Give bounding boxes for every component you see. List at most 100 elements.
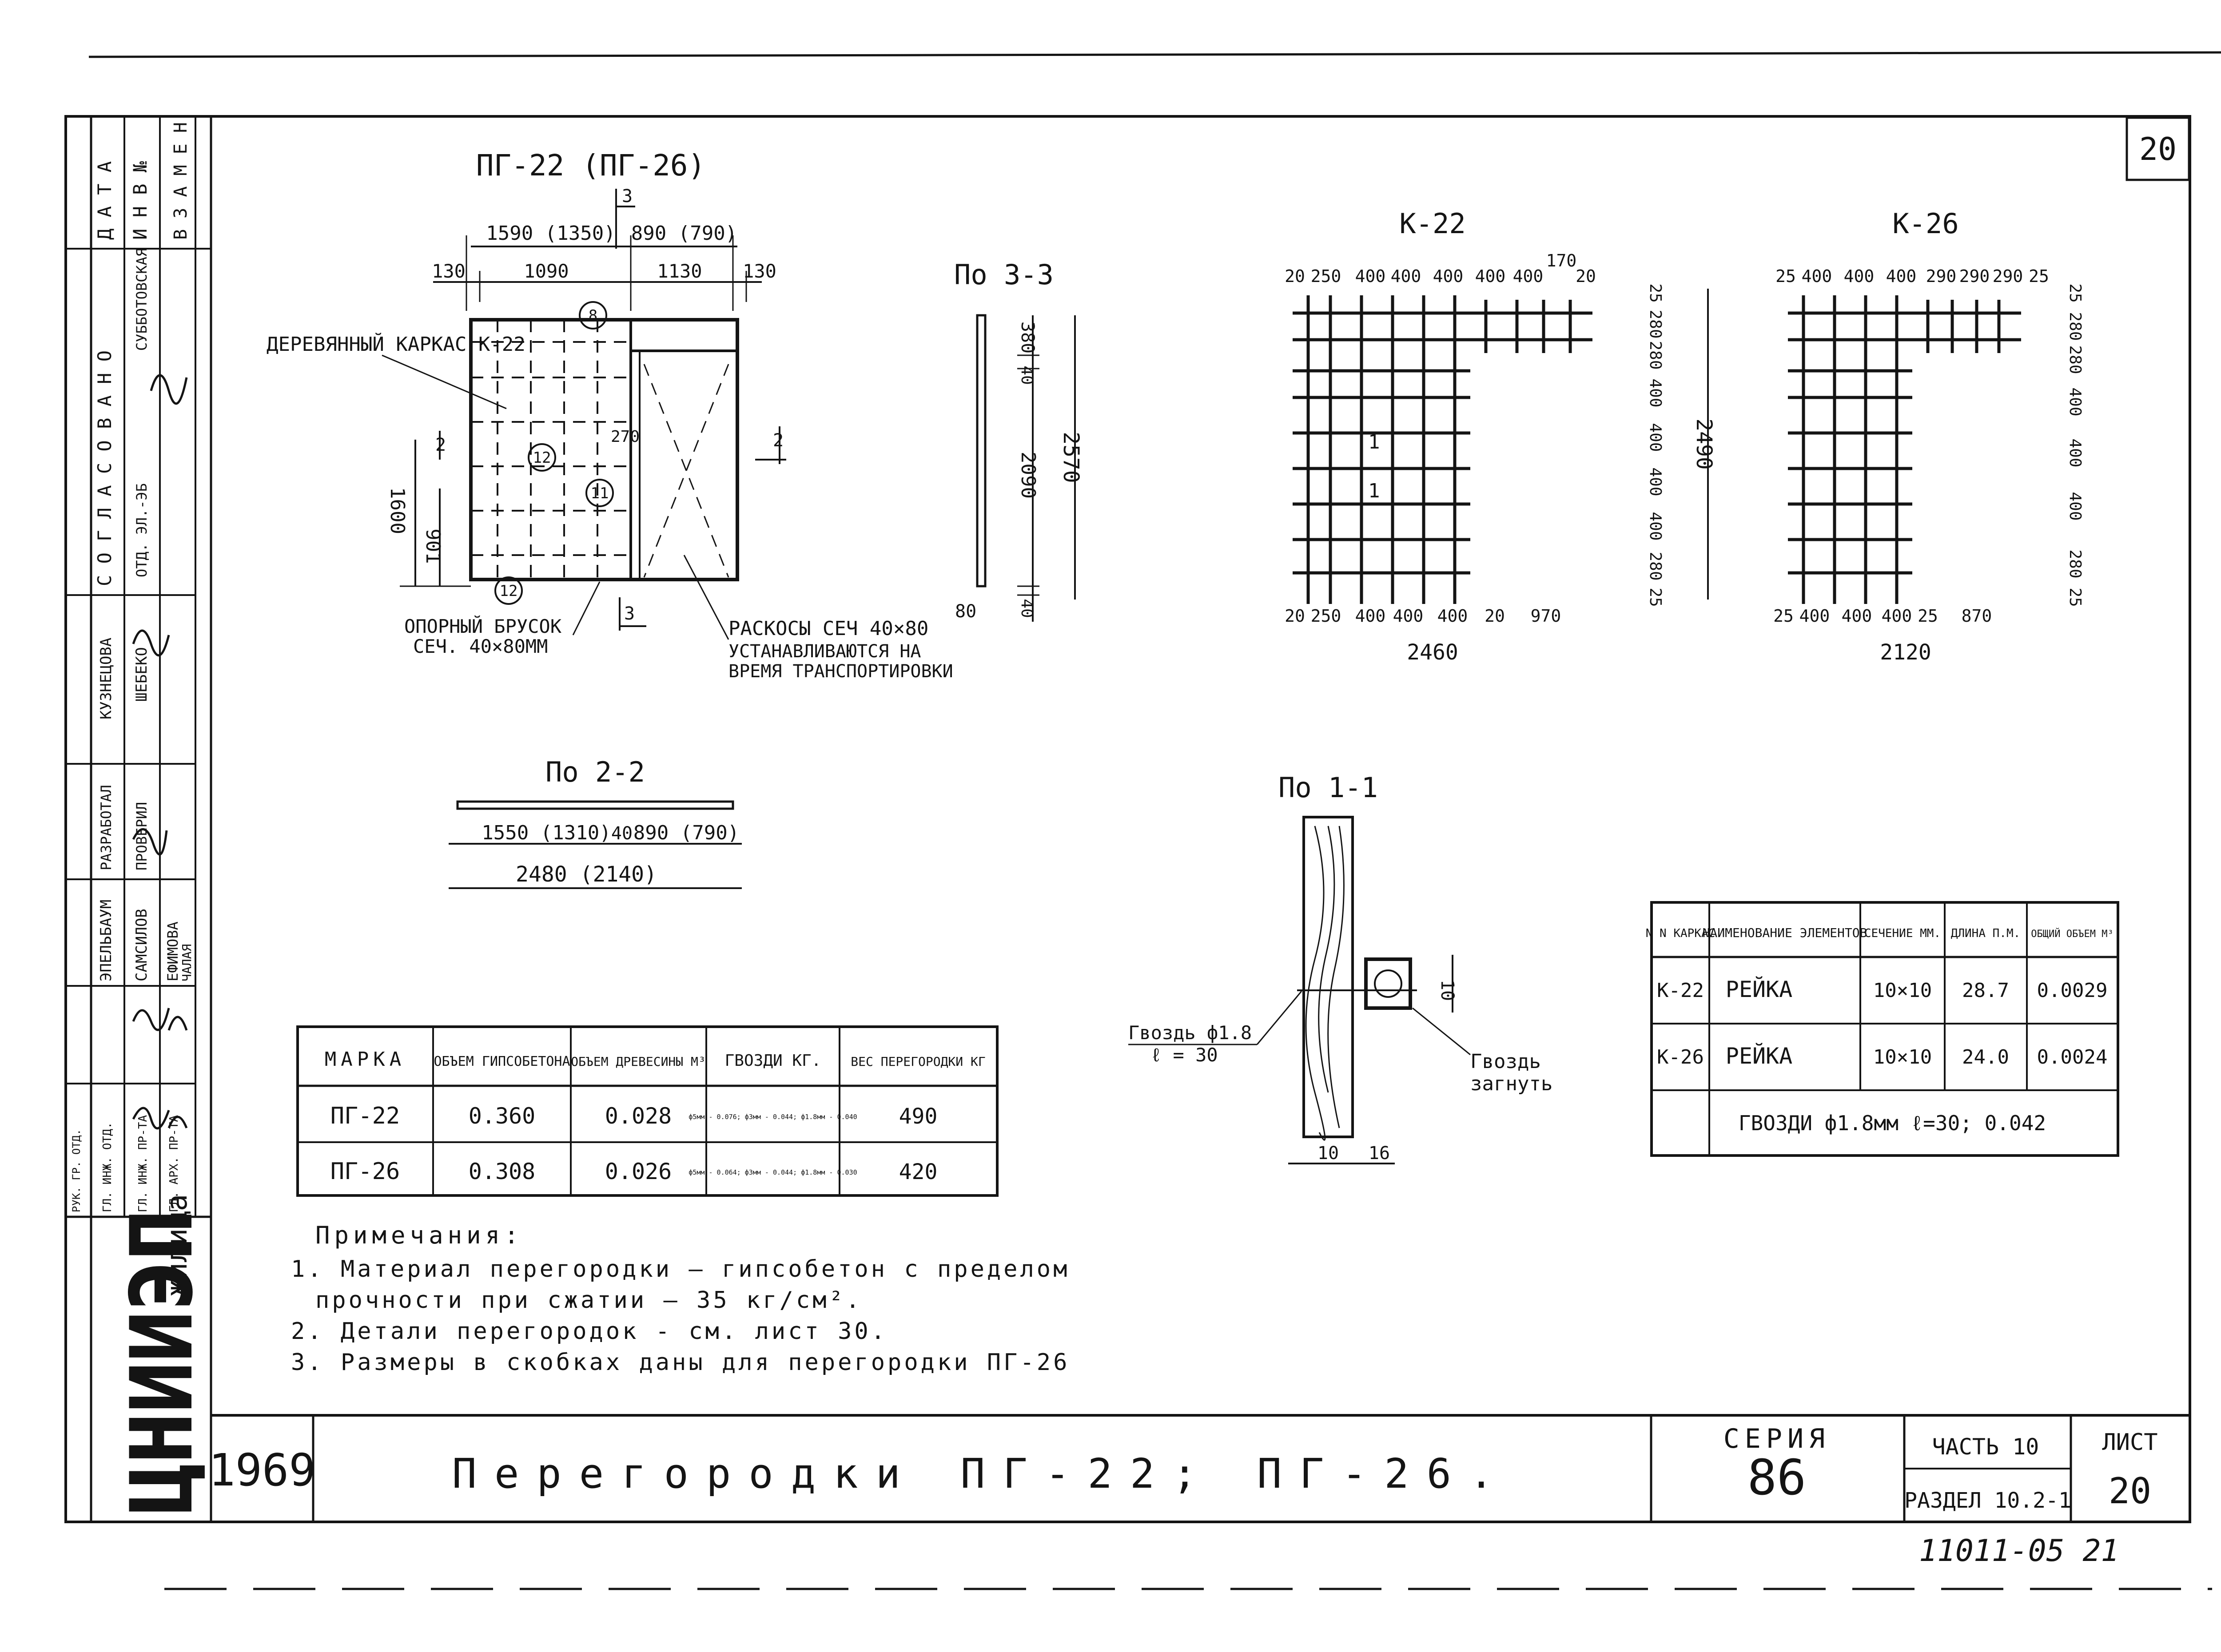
label-wooden-frame: ДЕРЕВЯННЫЙ КАРКАС К-22	[267, 332, 525, 356]
sheet-top-trim-line	[88, 51, 2221, 58]
stamp-post-4: РУК. ГР. ОТД.	[70, 1129, 83, 1212]
k22-title: К-22	[1399, 207, 1465, 240]
frame-row2-length: 24.0	[1962, 1046, 2009, 1068]
elevation-dim-left-2: 901	[422, 528, 444, 564]
label-braces-3: ВРЕМЯ ТРАНСПОРТИРОВКИ	[728, 661, 953, 682]
k22-dim-right-7: 400	[1646, 512, 1664, 540]
k22-dim-right-3: 280	[1646, 341, 1664, 369]
frame-table-grid	[1650, 901, 2119, 1157]
section-22-body	[456, 800, 734, 810]
section-22-dim-1: 1550 (1310)	[482, 822, 611, 844]
elevation-dim-left-1: 1600	[386, 487, 409, 534]
k26-dim-top-6: 290	[1959, 266, 1990, 286]
frame-row1-section: 10×10	[1873, 979, 1932, 1002]
stamp-header-date: Д А Т А	[94, 161, 115, 240]
callout-circle-12a	[528, 443, 556, 472]
k22-dim-top-2: 250	[1311, 266, 1341, 286]
section-33-dim-380: 380	[1017, 322, 1038, 353]
k22-dim-right-6: 400	[1646, 467, 1664, 496]
section-11-plank	[1302, 816, 1354, 1138]
k22-dim-bottom-1: 20	[1285, 606, 1305, 626]
spec-row1-nails: ф5мм - 0.076; ф3мм - 0.044; ф1.8мм - 0.0…	[689, 1113, 857, 1121]
k22-dim-top-1: 20	[1285, 266, 1305, 286]
frame-header-volume: ОБЩИЙ ОБЪЕМ М³	[2031, 928, 2113, 940]
leader-nail-1b	[1256, 991, 1302, 1045]
k26-title: К-26	[1892, 207, 1958, 240]
k26-dim-top-5: 290	[1926, 266, 1957, 286]
frame-row1-length: 28.7	[1962, 979, 2009, 1002]
frame-row2-no: К-26	[1657, 1046, 1704, 1068]
section-33-dim-2090: 2090	[1017, 452, 1039, 499]
stamp-post-2: ГЛ. ИНЖ. ПР-ТА	[136, 1115, 150, 1212]
k26-dim-bottom-5: 25	[1918, 606, 1938, 626]
section-11-dim-bottom-1: 10	[1317, 1143, 1339, 1164]
stamp-name-2: САМСИЛОВ	[133, 909, 151, 981]
section-11-dim-bottom-2: 16	[1369, 1143, 1390, 1164]
k26-dim-right-6: 400	[2066, 492, 2084, 520]
frame-table-footer: ГВОЗДИ ф1.8мм ℓ=30; 0.042	[1739, 1111, 2046, 1135]
corner-sheet-box	[2125, 116, 2190, 181]
k22-dim-bottom-4: 400	[1393, 606, 1424, 626]
elevation-dim-2-4: 130	[743, 260, 776, 282]
k26-dim-bottom-2: 400	[1799, 606, 1830, 626]
stamp-agreed-name-1: СУББОТОВСКАЯ	[133, 248, 150, 351]
k26-dim-right-4: 400	[2066, 387, 2084, 416]
note-1: 1. Материал перегородки — гипсобетон с п…	[291, 1256, 1070, 1283]
k22-dim-text: 20 250 400 400 400 400 400 170 20 20 250…	[1285, 251, 1596, 626]
sheet-title: Перегородки ПГ-22; ПГ-26.	[452, 1450, 1512, 1497]
k26-dim-right: 25 280 280 400 400 400 280 25	[2066, 283, 2084, 607]
k22-dim-bottom-2: 250	[1311, 606, 1341, 626]
section-33-title: По 3-3	[954, 258, 1054, 291]
k26-dim-top-3: 400	[1844, 266, 1875, 286]
leader-nail-2	[1412, 1007, 1471, 1056]
frame-row1-no: К-22	[1657, 979, 1704, 1002]
k22-dim-right-5: 400	[1646, 423, 1664, 452]
k22-dim-right-8: 280	[1646, 552, 1664, 580]
frame-header-no: N N КАРКАС	[1646, 927, 1716, 940]
frame-row1-volume: 0.0029	[2037, 979, 2108, 1002]
label-support-bar: ОПОРНЫЙ БРУСОК	[404, 615, 562, 637]
elevation-dim-top-1: 1590 (1350)	[486, 222, 615, 245]
k26-dim-top-4: 400	[1886, 266, 1917, 286]
stamp-role-developed: РАЗРАБОТАЛ	[98, 785, 115, 870]
sheet-value: 20	[2109, 1470, 2151, 1512]
callout-11: 11	[591, 484, 609, 502]
k26-dim-top-8: 25	[2029, 266, 2049, 286]
callout-12a: 12	[533, 449, 551, 467]
spec-header-weight: ВЕС ПЕРЕГОРОДКИ КГ	[851, 1054, 985, 1069]
section-33-dim-80: 80	[955, 601, 976, 622]
spec-row2-mark: ПГ-26	[330, 1158, 400, 1185]
k22-dim-top-9: 20	[1576, 266, 1596, 286]
k22-frame-grid	[1293, 295, 1592, 604]
spec-header-gypsum: ОБЪЕМ ГИПСОБЕТОНА	[434, 1054, 570, 1069]
cut-mark-3-top: 3	[622, 186, 633, 206]
callout-12b: 12	[500, 582, 518, 600]
signature-mark	[132, 374, 188, 1130]
spec-row1-gypsum: 0.360	[469, 1103, 536, 1129]
label-support-bar-section: СЕЧ. 40×80ММ	[413, 635, 548, 657]
k26-dim-right-3: 280	[2066, 345, 2084, 374]
spec-row2-gypsum: 0.308	[469, 1159, 536, 1184]
nail-label-2: Гвоздь	[1470, 1050, 1541, 1073]
sheet-label: ЛИСТ	[2102, 1429, 2157, 1456]
k26-dim-top-2: 400	[1802, 266, 1832, 286]
k22-dim-right-2: 280	[1646, 310, 1664, 338]
stamp-name-4: ЧАЛАЯ	[179, 944, 194, 981]
stamp-name-1: ЭПЕЛЬБАУМ	[97, 900, 115, 981]
spec-row1-weight: 490	[899, 1104, 938, 1129]
callout-circle-8	[579, 301, 607, 330]
elevation-dim-top-2: 890 (790)	[631, 222, 737, 245]
k22-dim-top-7: 400	[1513, 266, 1544, 286]
k22-dim-top-8: 170	[1546, 251, 1577, 270]
frame-header-section: СЕЧЕНИЕ ММ.	[1864, 927, 1941, 940]
note-2: 2. Детали перегородок - см. лист 30.	[291, 1318, 888, 1345]
k26-dim-right-1: 25	[2066, 283, 2084, 302]
label-braces-2: УСТАНАВЛИВАЮТСЯ НА	[728, 641, 921, 662]
spec-header-wood: ОБЪЕМ ДРЕВЕСИНЫ М³	[571, 1054, 705, 1069]
k26-dim-right-2: 280	[2066, 312, 2084, 341]
series-label: СЕРИЯ	[1723, 1423, 1831, 1454]
k22-total: 2460	[1407, 640, 1458, 665]
side-stamp	[66, 116, 212, 1522]
batten-nail-hole	[1374, 969, 1402, 998]
